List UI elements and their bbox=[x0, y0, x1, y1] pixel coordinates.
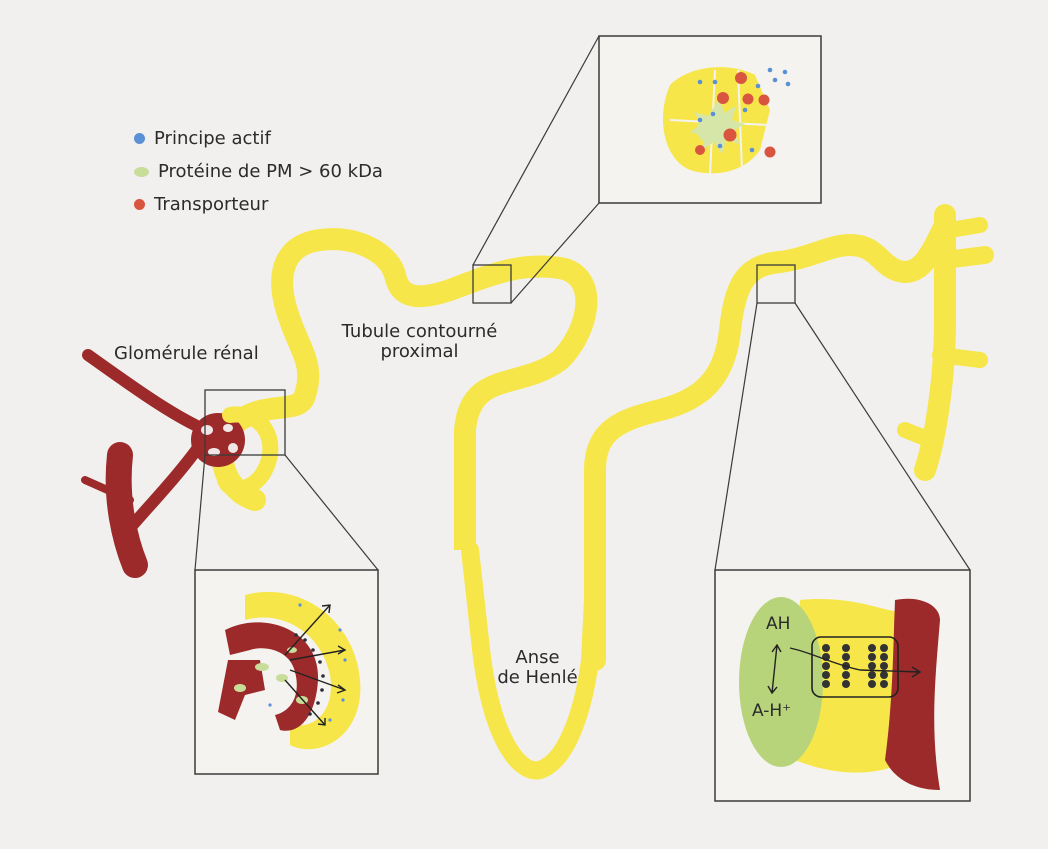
label-tubule-line1: Tubule contourné bbox=[332, 322, 507, 342]
legend-item-proteine: Protéine de PM > 60 kDa bbox=[134, 155, 383, 188]
legend-label: Transporteur bbox=[154, 194, 268, 215]
label-anse: Anse de Henlé bbox=[490, 648, 585, 688]
glomerulus bbox=[85, 355, 270, 565]
red-dot-icon bbox=[134, 199, 145, 210]
blue-dot-icon bbox=[134, 133, 145, 144]
label-glomerule: Glomérule rénal bbox=[114, 344, 259, 364]
legend-item-principe-actif: Principe actif bbox=[134, 122, 383, 155]
label-ah: AH bbox=[766, 614, 790, 634]
label-tubule-line2: proximal bbox=[332, 342, 507, 362]
label-anse-line1: Anse bbox=[490, 648, 585, 668]
legend-label: Principe actif bbox=[154, 128, 271, 149]
inset-filtration bbox=[195, 570, 378, 774]
label-tubule: Tubule contourné proximal bbox=[332, 322, 507, 362]
inset-ion-trapping bbox=[715, 570, 970, 801]
label-ah-ion: A-H⁺ bbox=[752, 701, 791, 721]
green-oval-icon bbox=[134, 167, 149, 177]
label-anse-line2: de Henlé bbox=[490, 668, 585, 688]
legend-item-transporteur: Transporteur bbox=[134, 188, 383, 221]
inset-proximal-cell bbox=[599, 36, 821, 203]
legend: Principe actif Protéine de PM > 60 kDa T… bbox=[134, 122, 383, 221]
legend-label: Protéine de PM > 60 kDa bbox=[158, 161, 383, 182]
